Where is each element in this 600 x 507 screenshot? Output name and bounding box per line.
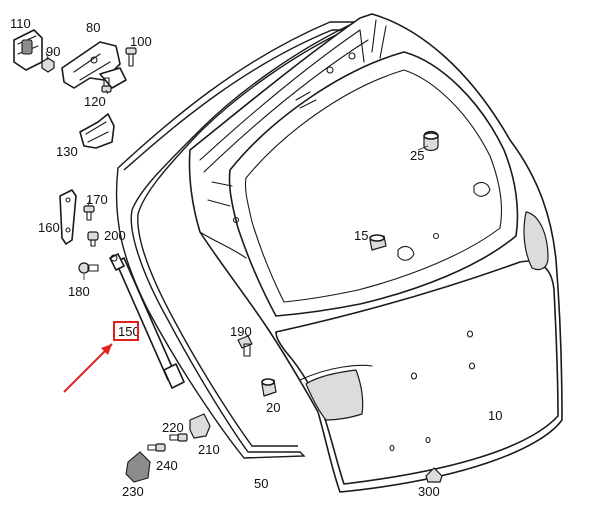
callout-220: 220 [162, 420, 184, 435]
callout-25: 25 [410, 148, 424, 163]
callout-90: 90 [46, 44, 60, 59]
lock-bracket-part-210 [189, 413, 211, 439]
screw-part-200 [87, 231, 99, 247]
buffer-part-300 [425, 467, 443, 483]
hinge-part-80 [61, 41, 127, 89]
ball-stud-part-190 [237, 335, 253, 357]
rubber-buffer-part-25 [423, 130, 439, 152]
callout-180: 180 [68, 284, 90, 299]
callout-240: 240 [156, 458, 178, 473]
callout-210: 210 [198, 442, 220, 457]
buffer-part-20 [261, 378, 277, 397]
callout-130: 130 [56, 144, 78, 159]
callout-200: 200 [104, 228, 126, 243]
callout-110: 110 [10, 16, 31, 31]
screw-part-220 [169, 433, 188, 442]
bolt-part-120 [101, 77, 112, 93]
callout-100: 100 [130, 34, 152, 49]
lock-part-230 [125, 451, 151, 483]
door-seal-part-50 [115, 21, 357, 459]
screw-part-170 [83, 205, 95, 221]
callout-labels: 110 80 90 100 120 130 170 160 200 180 15… [10, 16, 502, 499]
highlight-annotation [63, 321, 139, 393]
bump-stop-part-15 [369, 234, 387, 251]
callout-50: 50 [254, 476, 268, 491]
callout-15: 15 [354, 228, 368, 243]
ball-stud-part-180 [78, 262, 99, 274]
bracket-part-110 [13, 29, 43, 71]
callout-120: 120 [84, 94, 106, 109]
callout-300: 300 [418, 484, 440, 499]
tailgate-part-10 [188, 13, 563, 493]
callout-80: 80 [86, 20, 100, 35]
nut-part-90 [41, 57, 55, 73]
callout-170: 170 [86, 192, 108, 207]
callout-160: 160 [38, 220, 60, 235]
callout-230: 230 [122, 484, 144, 499]
callout-150: 150 [118, 324, 140, 339]
highlight-arrow-head [101, 344, 112, 355]
highlight-box [113, 321, 139, 341]
highlight-arrow-line [63, 343, 113, 393]
screw-part-240 [147, 443, 166, 452]
hinge-cover-part-130 [79, 113, 115, 149]
leader-lines [45, 51, 429, 280]
gas-strut-part-150 [109, 253, 185, 389]
callout-10: 10 [488, 408, 502, 423]
callout-20: 20 [266, 400, 280, 415]
bolt-part-100 [125, 47, 137, 67]
bracket-part-160 [59, 189, 77, 245]
callout-190: 190 [230, 324, 252, 339]
